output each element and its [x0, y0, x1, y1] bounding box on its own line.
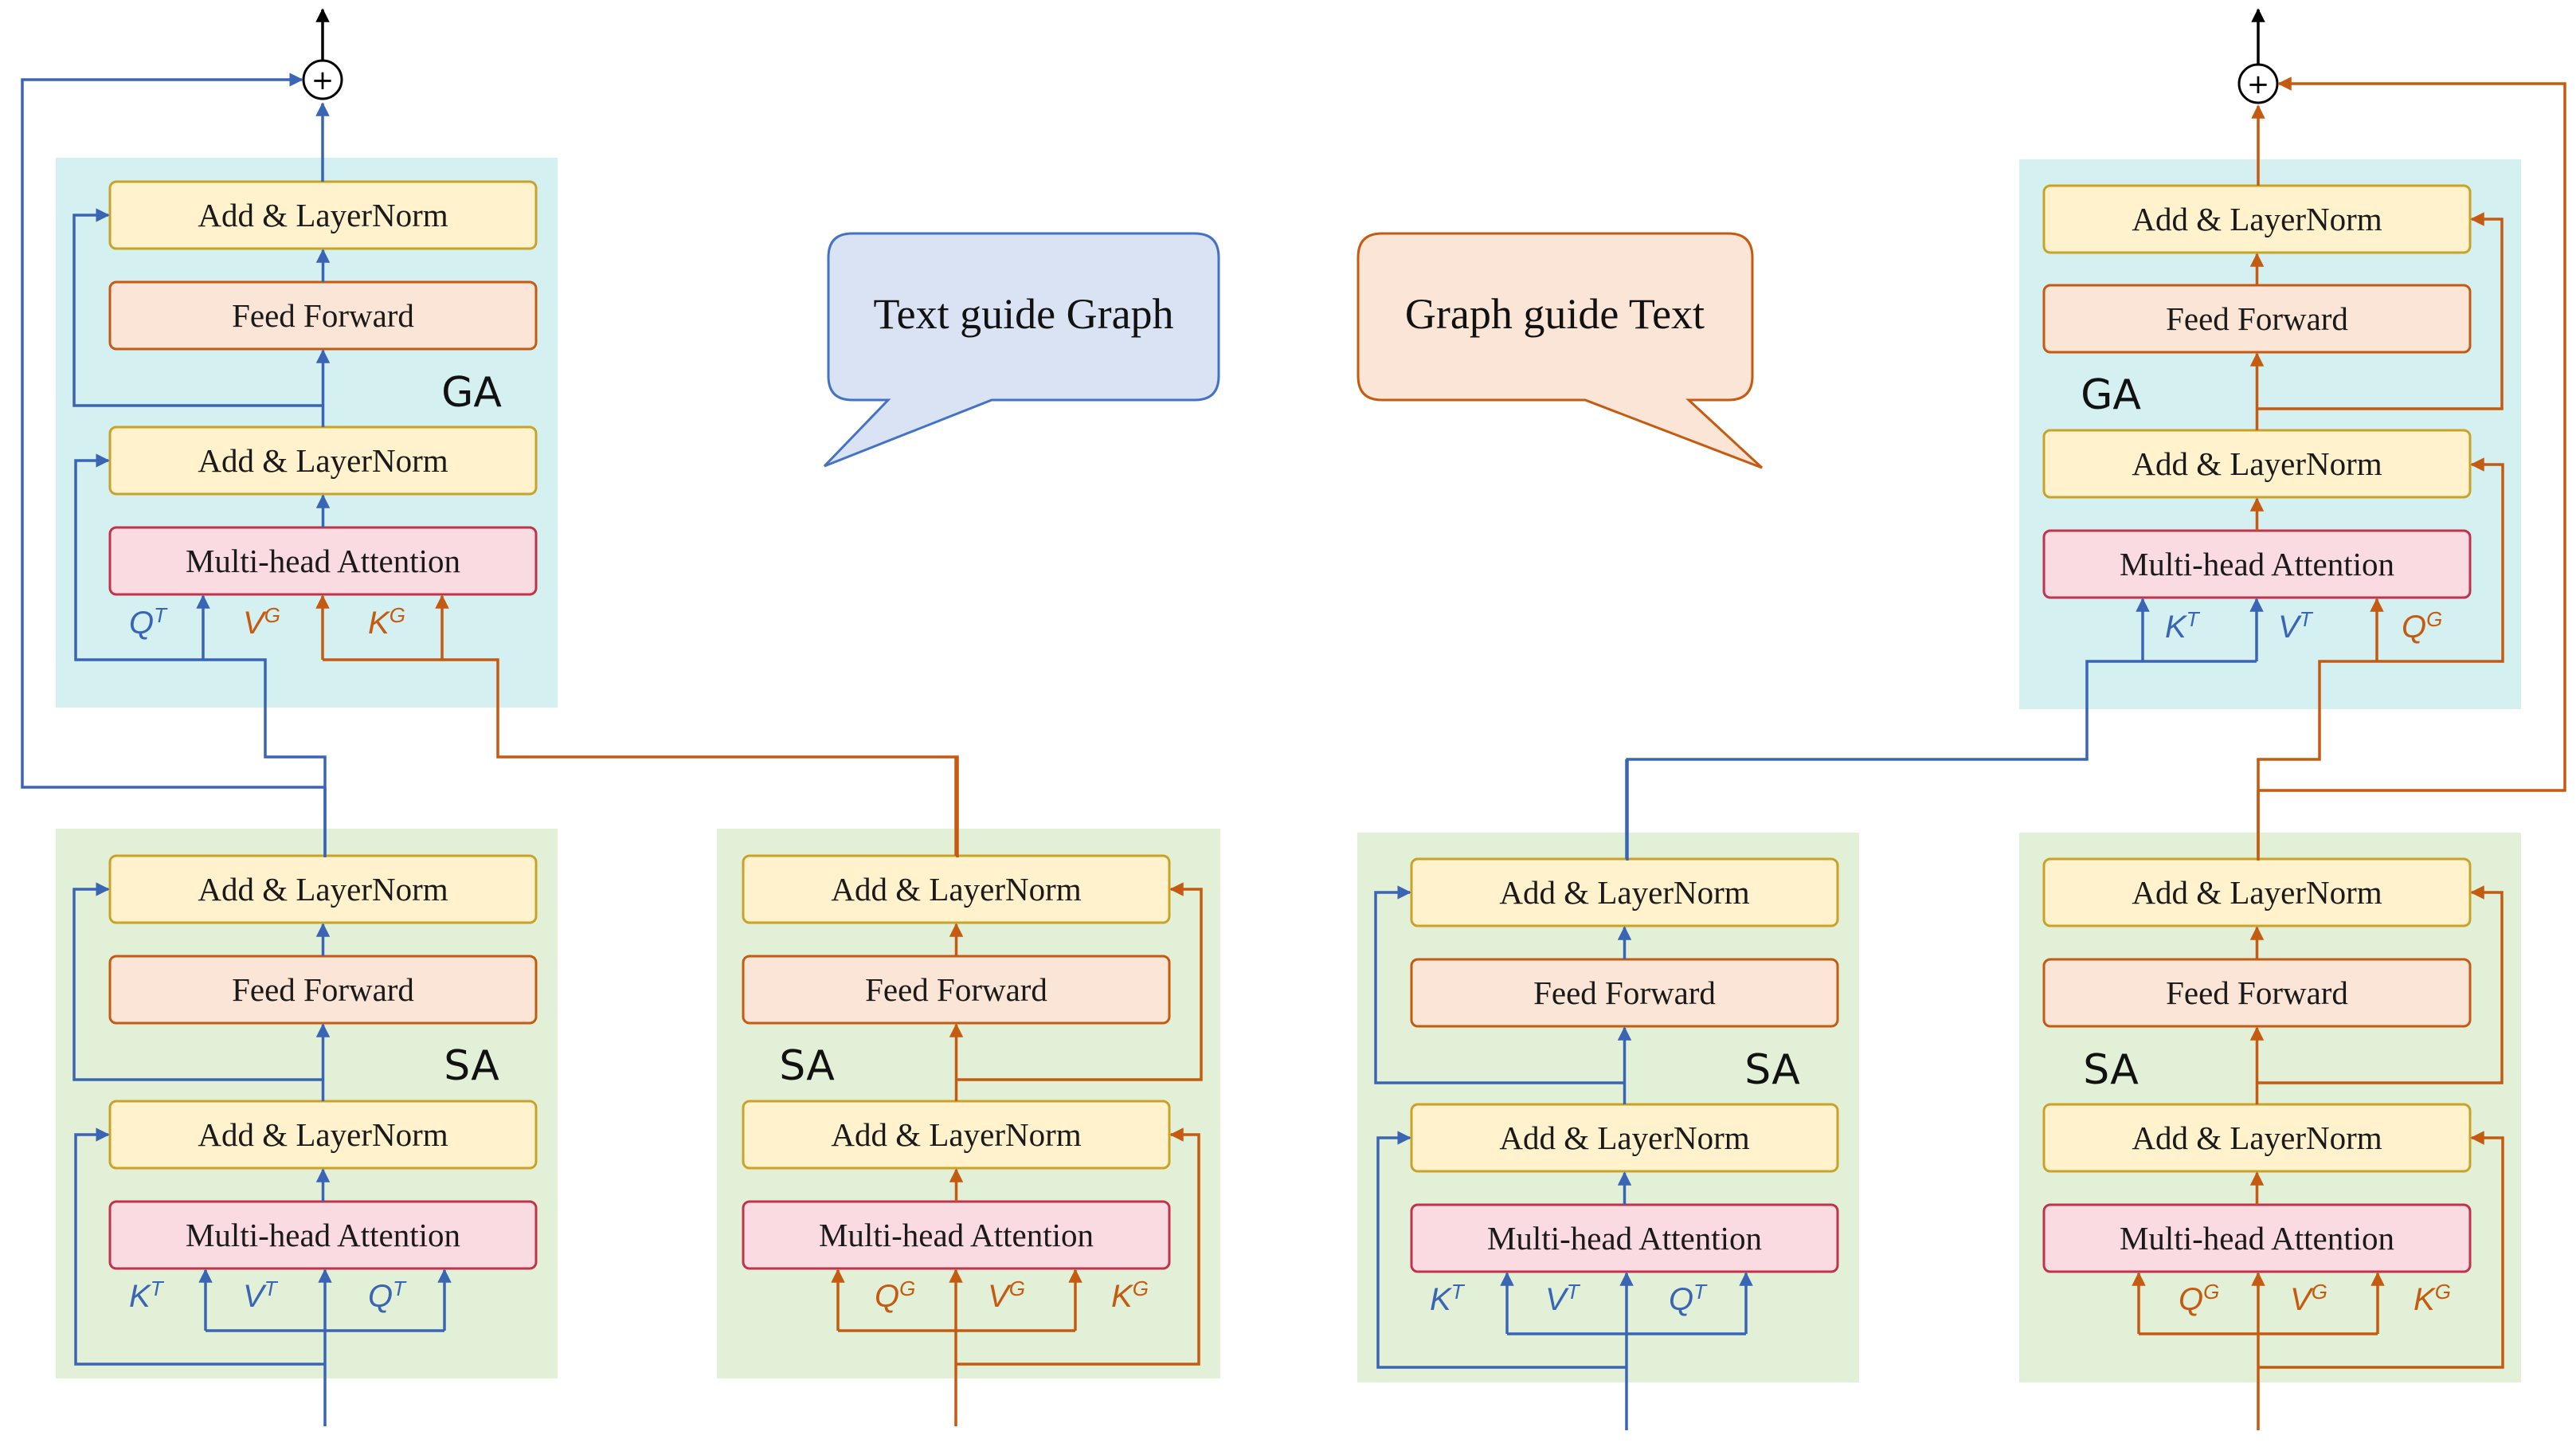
sa-text-left-residual	[74, 1127, 325, 1366]
sa-text-left-tag: SA	[444, 1042, 499, 1090]
ga-right-multi-head-attention-label: Multi-head Attention	[2120, 546, 2394, 582]
sa-text-right-multi-head-attention: Multi-head Attention	[1410, 1203, 1839, 1273]
sa-graph-right-multi-head-attention: Multi-head Attention	[2042, 1203, 2472, 1273]
sa-graph-right-input-vg: VG	[2290, 1280, 2327, 1317]
sa-graph-left-tag: SA	[779, 1042, 835, 1090]
ga-right-input-vt: VT	[2278, 607, 2314, 645]
ga-left-graph-feed	[323, 658, 959, 857]
ga-left-skip	[21, 73, 325, 789]
ga-left-add-norm-top: Add & LayerNorm	[108, 180, 538, 250]
sa-text-left-input-kt: KT	[129, 1276, 165, 1314]
ga-left-multi-head-attention: Multi-head Attention	[108, 526, 538, 596]
ga-left-feed-forward: Feed Forward	[108, 280, 538, 351]
sa-graph-right-add-norm-top-label: Add & LayerNorm	[2132, 874, 2382, 911]
plus-sign: +	[311, 65, 335, 96]
ga-right-tag: GA	[2081, 371, 2141, 419]
ga-right-add-norm-bottom-label: Add & LayerNorm	[2132, 445, 2382, 482]
graph-guide-text-label: Graph guide Text	[1405, 290, 1705, 338]
ga-right-plus: +	[2237, 63, 2279, 104]
sa-text-right-multi-head-attention-label: Multi-head Attention	[1487, 1220, 1762, 1257]
ga-right-feed-forward: Feed Forward	[2042, 284, 2472, 354]
sa-text-right-feed-forward-label: Feed Forward	[1533, 974, 1716, 1011]
ga-right-feed-forward-label: Feed Forward	[2166, 300, 2348, 337]
ga-left-add-norm-bottom: Add & LayerNorm	[108, 425, 538, 496]
sa-text-left-feed-forward-label: Feed Forward	[232, 971, 414, 1008]
graph-guide-text-bubble: Graph guide Text	[1357, 232, 1764, 469]
sa-graph-right-input-kg: KG	[2414, 1280, 2451, 1317]
ga-left-residual-mha	[74, 453, 203, 661]
sa-text-right-add-norm-bottom-label: Add & LayerNorm	[1499, 1120, 1749, 1156]
sa-graph-left-input-vg: VG	[988, 1276, 1025, 1314]
sa-graph-left-add-norm-bottom: Add & LayerNorm	[742, 1100, 1171, 1170]
sa-graph-left-add-norm-top-label: Add & LayerNorm	[831, 871, 1081, 908]
sa-graph-left-input-kg: KG	[1111, 1276, 1149, 1314]
sa-text-right-residual-ff	[1374, 885, 1625, 1084]
sa-text-left-add-norm-top: Add & LayerNorm	[108, 854, 538, 924]
sa-graph-right-feed-forward: Feed Forward	[2042, 958, 2472, 1028]
ga-right-input-qg: QG	[2402, 607, 2442, 645]
sa-text-left-multi-head-attention: Multi-head Attention	[108, 1200, 538, 1270]
sa-graph-right-residual-ff	[2257, 885, 2504, 1084]
text-guide-graph-bubble: Text guide Graph	[823, 232, 1220, 468]
sa-graph-left-input-qg: QG	[875, 1276, 915, 1314]
sa-text-right-input-kt: KT	[1430, 1280, 1466, 1317]
sa-text-left-add-norm-bottom: Add & LayerNorm	[108, 1100, 538, 1170]
sa-text-left-input-qt: QT	[368, 1276, 407, 1314]
sa-graph-left-add-norm-bottom-label: Add & LayerNorm	[831, 1116, 1081, 1153]
sa-graph-right-add-norm-bottom: Add & LayerNorm	[2042, 1103, 2472, 1173]
sa-graph-right-tag: SA	[2083, 1046, 2139, 1094]
ga-left-input-vg: VG	[243, 603, 280, 641]
sa-text-right-add-norm-bottom: Add & LayerNorm	[1410, 1103, 1839, 1173]
sa-text-left-feed-forward: Feed Forward	[108, 955, 538, 1025]
ga-right-residual-mha	[2377, 457, 2504, 663]
sa-graph-right-add-norm-bottom-label: Add & LayerNorm	[2132, 1120, 2382, 1156]
ga-left-input-kg: KG	[368, 603, 405, 641]
sa-text-right-input-vt: VT	[1545, 1280, 1581, 1317]
sa-graph-right-input-qg: QG	[2179, 1280, 2219, 1317]
sa-graph-right-add-norm-top: Add & LayerNorm	[2042, 857, 2472, 927]
sa-text-right-add-norm-top: Add & LayerNorm	[1410, 857, 1839, 927]
plus-sign: +	[2247, 69, 2270, 100]
sa-graph-left-feed-forward-label: Feed Forward	[865, 971, 1047, 1008]
sa-text-left-add-norm-top-label: Add & LayerNorm	[198, 871, 448, 908]
ga-left-plus: +	[302, 59, 343, 100]
ga-left-multi-head-attention-label: Multi-head Attention	[186, 543, 460, 579]
ga-right-add-norm-top-label: Add & LayerNorm	[2132, 201, 2382, 237]
ga-right-skip	[2258, 76, 2566, 792]
ga-left-add-norm-top-label: Add & LayerNorm	[198, 197, 448, 233]
ga-left-add-norm-bottom-label: Add & LayerNorm	[198, 442, 448, 479]
sa-text-right-input-qt: QT	[1669, 1280, 1708, 1317]
ga-right-input-kt: KT	[2165, 607, 2201, 645]
sa-text-left-add-norm-bottom-label: Add & LayerNorm	[198, 1116, 448, 1153]
sa-text-left-residual-ff	[72, 882, 323, 1081]
sa-graph-left-multi-head-attention-label: Multi-head Attention	[819, 1217, 1094, 1253]
sa-graph-right-multi-head-attention-label: Multi-head Attention	[2120, 1220, 2394, 1257]
ga-right-add-norm-bottom: Add & LayerNorm	[2042, 429, 2472, 499]
ga-left-residual-ff	[72, 208, 323, 407]
text-guide-graph-label: Text guide Graph	[873, 290, 1173, 338]
ga-left-tag: GA	[441, 369, 502, 417]
ga-right-add-norm-top: Add & LayerNorm	[2042, 184, 2472, 254]
sa-graph-left-multi-head-attention: Multi-head Attention	[742, 1200, 1171, 1270]
sa-graph-right-feed-forward-label: Feed Forward	[2166, 974, 2348, 1011]
sa-text-right-tag: SA	[1744, 1046, 1800, 1094]
sa-text-right-residual	[1376, 1131, 1627, 1369]
sa-graph-right-residual	[2258, 1131, 2504, 1369]
ga-right-residual-ff	[2257, 212, 2504, 410]
sa-graph-left-feed-forward: Feed Forward	[742, 955, 1171, 1025]
sa-graph-left-add-norm-top: Add & LayerNorm	[742, 854, 1171, 924]
ga-right-multi-head-attention: Multi-head Attention	[2042, 529, 2472, 599]
ga-left-input-qt: QT	[129, 603, 168, 641]
sa-text-right-add-norm-top-label: Add & LayerNorm	[1499, 874, 1749, 911]
sa-graph-left-residual-ff	[956, 882, 1203, 1081]
sa-graph-left-residual	[956, 1127, 1200, 1366]
sa-text-left-multi-head-attention-label: Multi-head Attention	[186, 1217, 460, 1253]
sa-text-left-input-vt: VT	[243, 1276, 279, 1314]
sa-text-right-feed-forward: Feed Forward	[1410, 958, 1839, 1028]
ga-left-feed-forward-label: Feed Forward	[232, 297, 414, 334]
